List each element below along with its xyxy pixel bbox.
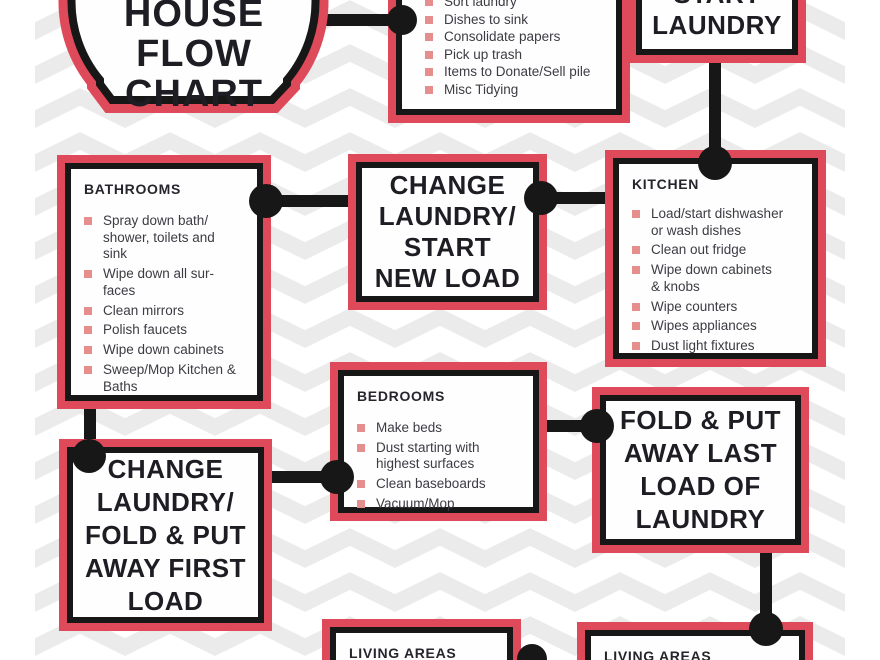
bullet-square-icon [357,480,365,489]
bedrooms-checklist: Make beds Dust starting with highest sur… [344,420,533,513]
connector-startlaundry-to-kitchen [709,58,721,170]
bullet-square-icon [357,424,365,432]
bullet-square-icon [357,443,365,452]
bullet-square-icon [84,270,92,279]
bullet-square-icon [84,326,92,335]
junction-dot [249,184,283,218]
change-laundry-fold-label: CHANGE LAUNDRY/ FOLD & PUT AWAY FIRST LO… [84,453,247,616]
list-item: Clean out fridge [632,242,806,259]
list-item: Clean mirrors [84,303,251,320]
list-item: Polish faucets [84,322,251,339]
list-item: Wipe counters [632,299,806,316]
bullet-square-icon [425,0,433,7]
bullet-square-icon [425,50,433,59]
chart-title: HOUSE FLOW CHART [123,0,265,115]
list-item: Wipe down cabinets [84,342,251,359]
bathrooms-checklist: Spray down bath/ shower, toilets and sin… [71,213,257,395]
bullet-square-icon [632,342,640,351]
bullet-square-icon [632,302,640,311]
tidying-checklist: Sort laundry Dishes to sink Consolidate … [412,0,614,99]
list-item: Wipe down cabinets & knobs [632,262,806,295]
living-areas-left-node: LIVING AREAS [330,627,513,660]
fold-last-load-label: FOLD & PUT AWAY LAST LOAD OF LAUNDRY [620,405,781,534]
bullet-square-icon [632,266,640,275]
list-item: Pick up trash [425,47,608,63]
junction-dot [517,644,547,660]
bathrooms-title: BATHROOMS [84,181,182,197]
bullet-square-icon [632,322,640,331]
living-areas-left-title: LIVING AREAS [349,645,457,660]
badge-black-frame [67,0,320,104]
start-laundry-node: START LAUNDRY [636,0,798,55]
bullet-square-icon [425,15,433,24]
list-item: Clean baseboards [357,476,527,493]
bullet-square-icon [357,499,365,508]
tidying-node: Sort laundry Dishes to sink Consolidate … [396,0,622,115]
bullet-square-icon [84,365,92,374]
list-item: Spray down bath/ shower, toilets and sin… [84,213,251,263]
fold-last-load-node: FOLD & PUT AWAY LAST LOAD OF LAUNDRY [600,395,801,545]
list-item: Sort laundry [425,0,608,11]
bullet-square-icon [632,210,640,218]
junction-dot [72,439,106,473]
kitchen-title: KITCHEN [632,176,700,192]
change-laundry-fold-node: CHANGE LAUNDRY/ FOLD & PUT AWAY FIRST LO… [67,447,264,623]
junction-dot [698,146,732,180]
title-badge-shape [58,0,329,113]
bullet-square-icon [632,246,640,255]
change-laundry-start-label: CHANGE LAUNDRY/ START NEW LOAD [374,170,521,293]
start-laundry-label: START LAUNDRY [652,0,782,40]
list-item: Wipe down all sur- faces [84,266,251,299]
kitchen-node: KITCHEN Load/start dishwasher or wash di… [613,158,818,359]
junction-dot [749,612,783,646]
bedrooms-node: BEDROOMS Make beds Dust starting with hi… [338,370,539,513]
junction-dot [387,5,417,35]
list-item: Make beds [357,420,527,437]
list-item: Items to Donate/Sell pile [425,64,608,80]
list-item: Sweep/Mop Kitchen & Baths [84,362,251,395]
bullet-square-icon [84,346,92,355]
bedrooms-title: BEDROOMS [357,388,446,404]
bullet-square-icon [425,68,433,77]
bathrooms-node: BATHROOMS Spray down bath/ shower, toile… [65,163,263,401]
list-item: Dust starting with highest surfaces [357,440,527,473]
kitchen-checklist: Load/start dishwasher or wash dishes Cle… [619,206,812,355]
list-item: Load/start dishwasher or wash dishes [632,206,806,239]
living-areas-right-title: LIVING AREAS [604,648,712,660]
list-item: Vacuum/Mop [357,496,527,513]
junction-dot [524,181,558,215]
bullet-square-icon [425,33,433,42]
bullet-square-icon [84,217,92,225]
list-item: Consolidate papers [425,29,608,45]
list-item: Dust light fixtures [632,338,806,355]
list-item: Misc Tidying [425,82,608,98]
junction-dot [320,460,354,494]
list-item: Wipes appliances [632,318,806,335]
connector-foldlast-to-living [760,545,772,633]
list-item: Dishes to sink [425,12,608,28]
change-laundry-start-node: CHANGE LAUNDRY/ START NEW LOAD [356,162,539,302]
junction-dot [580,409,614,443]
bullet-square-icon [84,306,92,315]
bullet-square-icon [425,85,433,94]
